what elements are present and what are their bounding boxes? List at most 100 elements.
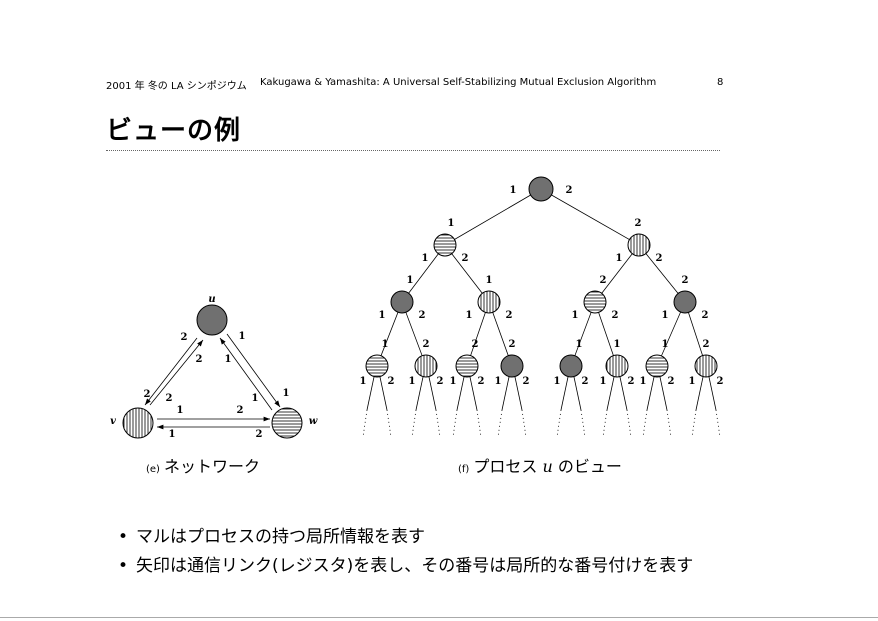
tree-edge: [456, 376, 465, 411]
port-label: 2: [419, 310, 426, 321]
port-label: 1: [450, 376, 457, 387]
tree-edge: [415, 376, 424, 411]
port-label: 1: [225, 354, 232, 365]
header-paper-title: Kakugawa & Yamashita: A Universal Self-S…: [260, 77, 657, 88]
tree-edge-continued: [642, 409, 648, 438]
port-label: 2: [509, 339, 516, 350]
tree-edge: [646, 376, 655, 411]
bullet-item: 矢印は通信リンク(レジスタ)を表し、その番号は局所的な番号付けを表す: [118, 551, 693, 580]
caption-tag: (e): [146, 464, 160, 475]
process-node-dark: [390, 290, 414, 314]
port-label: 2: [600, 275, 607, 286]
link-arrow: [144, 337, 198, 406]
tree-edge-continued: [452, 409, 458, 438]
tree-edge: [656, 301, 686, 367]
port-label: 2: [703, 339, 710, 350]
port-label: 2: [506, 310, 513, 321]
process-node-dark: [196, 304, 228, 336]
tree-edge: [708, 376, 717, 411]
process-node-dark: [500, 354, 524, 378]
bullet-item: マルはプロセスの持つ局所情報を表す: [118, 522, 693, 551]
port-label: 1: [422, 253, 429, 264]
caption-text: プロセス: [473, 457, 538, 476]
process-node-dark: [673, 290, 697, 314]
port-label: 1: [662, 339, 669, 350]
port-label: 2: [388, 376, 395, 387]
port-label: 1: [510, 185, 517, 196]
tree-edge: [366, 376, 375, 411]
process-node-horizontal: [433, 233, 457, 257]
port-label: 2: [656, 253, 663, 264]
tree-edge: [540, 188, 640, 246]
tree-edge: [444, 188, 542, 246]
port-label: 1: [252, 393, 259, 404]
port-label: 1: [360, 376, 367, 387]
port-label: 1: [407, 275, 414, 286]
caption-variable: u: [542, 457, 553, 476]
caption-tag: (f): [458, 464, 470, 475]
tree-edge: [619, 376, 628, 411]
link-arrow: [149, 339, 204, 406]
port-label: 2: [166, 393, 173, 404]
port-label: 2: [437, 376, 444, 387]
port-label: 2: [668, 376, 675, 387]
process-node-vertical: [694, 354, 718, 378]
port-label: 2: [635, 218, 642, 229]
process-name-w: w: [309, 416, 318, 427]
port-label: 1: [239, 331, 246, 342]
port-label: 1: [614, 339, 621, 350]
link-arrow: [219, 337, 273, 411]
port-label: 2: [523, 376, 530, 387]
tree-edge-continued: [691, 409, 697, 438]
tree-edge-continued: [556, 409, 562, 438]
tree-edge: [401, 244, 446, 303]
port-label: 1: [466, 310, 473, 321]
tree-edge: [501, 376, 510, 411]
port-label: 1: [616, 253, 623, 264]
port-label: 2: [256, 429, 263, 440]
caption-text: のビュー: [557, 457, 622, 476]
port-label: 1: [382, 339, 389, 350]
process-node-vertical: [605, 354, 629, 378]
link-arrow: [226, 333, 281, 408]
port-label: 2: [702, 310, 709, 321]
process-node-vertical: [414, 354, 438, 378]
tree-edge-continued: [626, 409, 632, 438]
port-label: 2: [472, 339, 479, 350]
process-node-horizontal: [365, 354, 389, 378]
page-number: 8: [717, 77, 724, 88]
tree-edge: [606, 376, 615, 411]
tree-edge-continued: [497, 409, 503, 438]
port-label: 1: [283, 388, 290, 399]
tree-edge-continued: [476, 409, 482, 438]
tree-edge: [560, 376, 569, 411]
port-label: 1: [486, 275, 493, 286]
process-node-vertical: [627, 233, 651, 257]
tree-edge: [428, 376, 437, 411]
port-label: 1: [448, 218, 455, 229]
port-label: 1: [572, 310, 579, 321]
port-label: 2: [181, 332, 188, 343]
tree-edge-continued: [580, 409, 586, 438]
port-label: 2: [612, 310, 619, 321]
tree-edge-continued: [715, 409, 721, 438]
port-label: 2: [582, 376, 589, 387]
tree-edge: [573, 376, 582, 411]
tree-edge-continued: [521, 409, 527, 438]
tree-edge-continued: [362, 409, 368, 438]
process-name-v: v: [110, 416, 116, 427]
port-label: 1: [169, 429, 176, 440]
process-node-horizontal: [583, 290, 607, 314]
port-label: 2: [682, 275, 689, 286]
port-label: 1: [576, 339, 583, 350]
port-label: 1: [600, 376, 607, 387]
tree-edge: [514, 376, 523, 411]
tree-edge-continued: [386, 409, 392, 438]
footer-line: [0, 617, 878, 618]
port-label: 2: [144, 389, 151, 400]
process-node-vertical: [122, 407, 154, 439]
port-label: 2: [566, 185, 573, 196]
port-label: 2: [237, 405, 244, 416]
